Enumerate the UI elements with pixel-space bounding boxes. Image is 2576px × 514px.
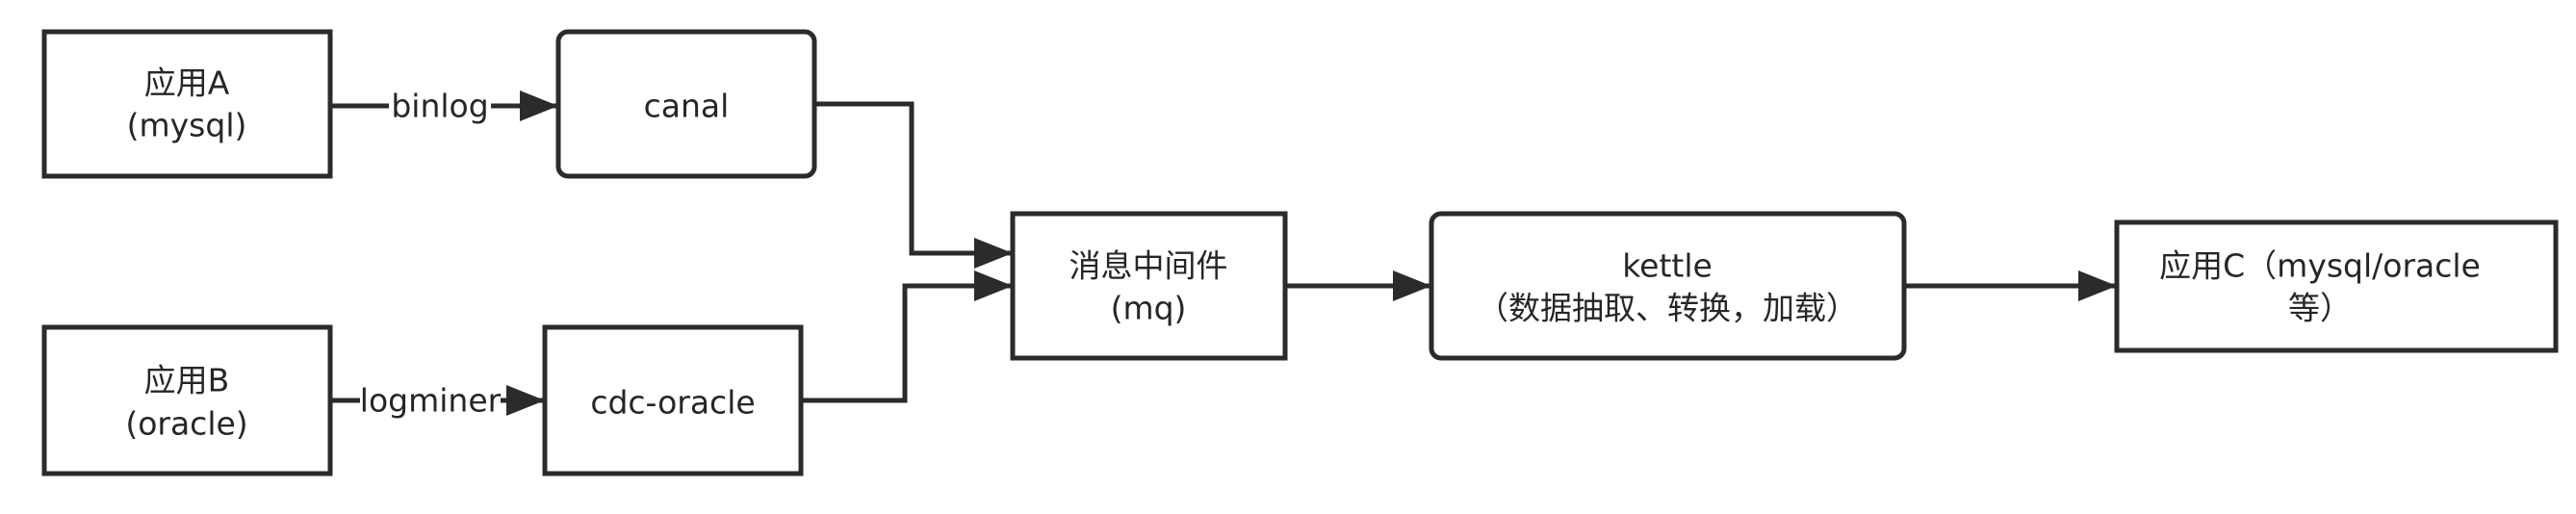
node-kettle-title: kettle [1622,247,1713,285]
edge-label-bg-binlog [389,85,491,127]
node-canal-box [555,29,817,179]
edge-canal-to-mq [814,101,1013,269]
node-app-c-subtitle: 等） [2288,290,2352,327]
node-app-b: 应用B (oracle) [41,324,333,476]
node-app-c: 应用C（mysql/oracle 等） [2114,219,2559,353]
edge-label-logminer: logminer [360,382,502,420]
node-cdc-oracle: cdc-oracle [542,324,804,476]
node-app-a-subtitle: (mysql) [127,107,247,144]
node-cdc-oracle-box [542,324,804,476]
node-app-a-title: 应用A [144,64,230,102]
edge-cdc-oracle-to-mq [801,270,1013,403]
node-message-queue: 消息中间件 (mq) [1010,211,1288,361]
node-app-c-box [2114,219,2559,353]
node-app-a: 应用A (mysql) [41,29,333,179]
node-kettle: kettle （数据抽取、转换，加载） [1429,211,1907,361]
node-message-queue-box [1010,211,1288,361]
node-app-c-title: 应用C（mysql/oracle [2159,247,2481,285]
node-message-queue-title: 消息中间件 [1069,247,1228,285]
node-canal: canal [555,29,817,179]
node-app-b-title: 应用B [144,362,230,399]
node-cdc-oracle-title: cdc-oracle [590,384,755,422]
node-app-b-box [41,324,333,476]
node-kettle-box [1429,211,1907,361]
node-message-queue-subtitle: (mq) [1111,290,1187,327]
node-kettle-subtitle: （数据抽取、转换，加载） [1477,290,1858,327]
node-canal-title: canal [644,88,730,125]
edge-labels: binlog logminer [360,85,502,422]
edge-label-bg-logminer [360,379,501,422]
edge-label-binlog: binlog [391,88,488,125]
node-app-b-subtitle: (oracle) [125,405,247,443]
node-app-a-box [41,29,333,179]
